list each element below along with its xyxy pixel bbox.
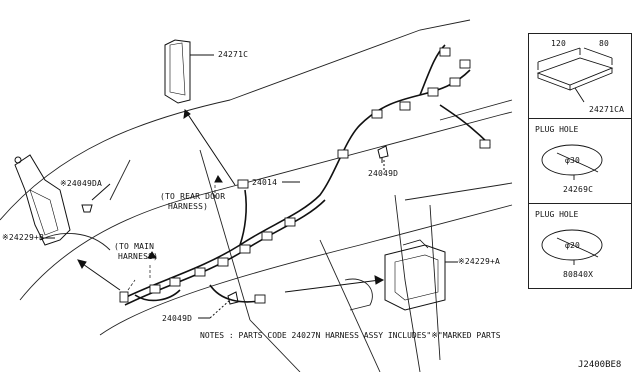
label-to-main-2: HARNESS) xyxy=(118,252,159,261)
pad-24271C-shape xyxy=(164,39,191,104)
label-24229A: ※24229+A xyxy=(458,257,501,266)
body-outline xyxy=(0,19,513,372)
diagram-code: J2400BE8 xyxy=(578,360,622,370)
screw-24049DA xyxy=(81,183,111,213)
panel-pad: 120 80 24271CA xyxy=(528,33,632,119)
label-24014: 24014 xyxy=(252,178,278,187)
label-24271C: 24271C xyxy=(218,50,249,59)
pad-dim-length: 120 xyxy=(551,39,567,48)
plug-hole-1-diameter: φ30 xyxy=(565,156,581,165)
arrow-to-main xyxy=(77,251,157,291)
plug-hole-2-title: PLUG HOLE xyxy=(535,210,579,219)
panel-plug-hole-2: PLUG HOLE φ20 80840X xyxy=(528,203,632,289)
panel-plughole2-graphic xyxy=(541,229,603,265)
label-24229B: ※24229+B xyxy=(2,233,45,242)
label-to-main-1: (TO MAIN xyxy=(114,242,155,251)
bracket-24229B-shape xyxy=(14,154,71,246)
arrow-to-block xyxy=(284,275,385,293)
plug-hole-2-part: 80840X xyxy=(563,270,594,279)
block-24229A-shape xyxy=(384,239,446,311)
panel-plughole1-graphic xyxy=(541,144,603,180)
panel-pad-graphic xyxy=(536,47,614,103)
harness-connectors xyxy=(119,47,491,304)
harness-main xyxy=(119,44,491,306)
plug-hole-2-diameter: φ20 xyxy=(565,241,581,250)
arrow-to-rear-door xyxy=(183,109,236,186)
clip-24049D-bottom xyxy=(227,291,239,305)
label-24049D-bottom: 24049D xyxy=(162,314,193,323)
label-24049D-top: 24049D xyxy=(368,169,399,178)
notes-text: NOTES : PARTS CODE 24027N HARNESS ASSY I… xyxy=(200,331,501,340)
plug-hole-1-part: 24269C xyxy=(563,185,594,194)
label-to-rear-door-1: (TO REAR DOOR xyxy=(160,192,226,201)
pad-dim-width: 80 xyxy=(599,39,610,48)
panel-plug-hole-1: PLUG HOLE φ30 24269C xyxy=(528,118,632,204)
clip-24049D-top xyxy=(377,145,389,163)
plug-hole-1-title: PLUG HOLE xyxy=(535,125,579,134)
pad-part-number: 24271CA xyxy=(589,105,625,114)
label-24049DA: ※24049DA xyxy=(60,179,103,188)
label-to-rear-door-2: HARNESS) xyxy=(168,202,209,211)
